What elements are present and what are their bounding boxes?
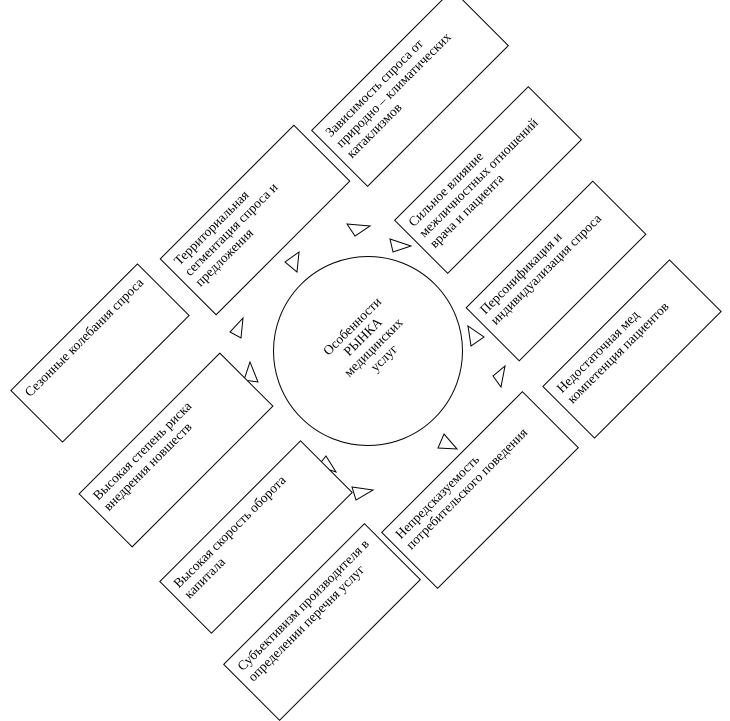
arrow-icon xyxy=(467,324,485,347)
arrow-icon xyxy=(389,238,413,253)
arrow-icon xyxy=(243,360,259,383)
arrow-icon xyxy=(437,433,459,450)
arrow-icon xyxy=(284,250,300,273)
arrow-icon xyxy=(229,316,244,339)
center-circle xyxy=(273,256,463,446)
arrow-icon xyxy=(351,486,375,501)
arrow-icon xyxy=(492,364,506,389)
arrow-icon xyxy=(346,223,372,237)
